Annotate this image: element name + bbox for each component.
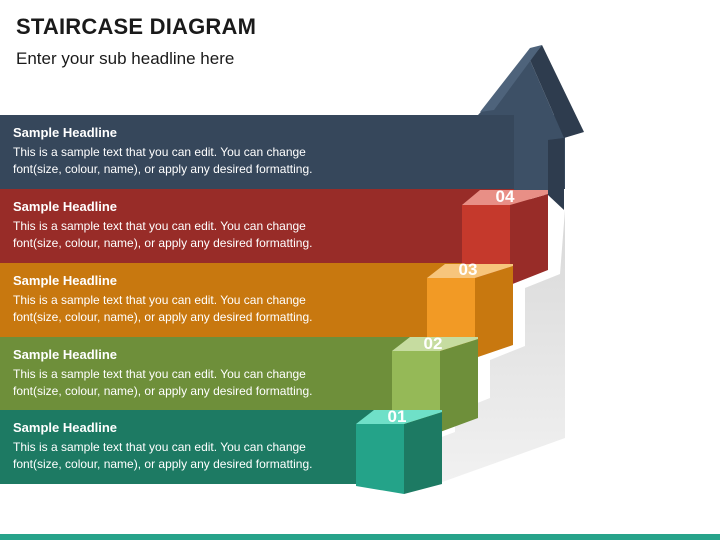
band-headline: Sample Headline (13, 199, 118, 214)
page-subtitle: Enter your sub headline here (16, 49, 235, 68)
band-headline: Sample Headline (13, 273, 118, 288)
step-number-02: 02 (424, 334, 443, 353)
band-text: This is a sample text that you can edit.… (13, 293, 313, 324)
step-1-block (356, 410, 442, 494)
band-1: Sample Headline This is a sample text th… (0, 115, 565, 189)
band-headline: Sample Headline (13, 125, 118, 140)
band-5: Sample Headline This is a sample text th… (0, 410, 425, 484)
band-text: This is a sample text that you can edit.… (13, 145, 313, 176)
step-number-01: 01 (388, 407, 407, 426)
band-headline: Sample Headline (13, 420, 118, 435)
band-text: This is a sample text that you can edit.… (13, 219, 313, 250)
band-2: Sample Headline This is a sample text th… (0, 189, 530, 263)
band-4: Sample Headline This is a sample text th… (0, 337, 460, 411)
step-number-04: 04 (496, 187, 515, 206)
band-3: Sample Headline This is a sample text th… (0, 263, 495, 337)
band-headline: Sample Headline (13, 347, 118, 362)
footer-bar (0, 534, 720, 540)
band-text: This is a sample text that you can edit.… (13, 367, 313, 398)
page-title: STAIRCASE DIAGRAM (16, 14, 257, 39)
step-number-03: 03 (459, 260, 478, 279)
up-arrow-icon (478, 45, 584, 210)
band-text: This is a sample text that you can edit.… (13, 440, 313, 471)
